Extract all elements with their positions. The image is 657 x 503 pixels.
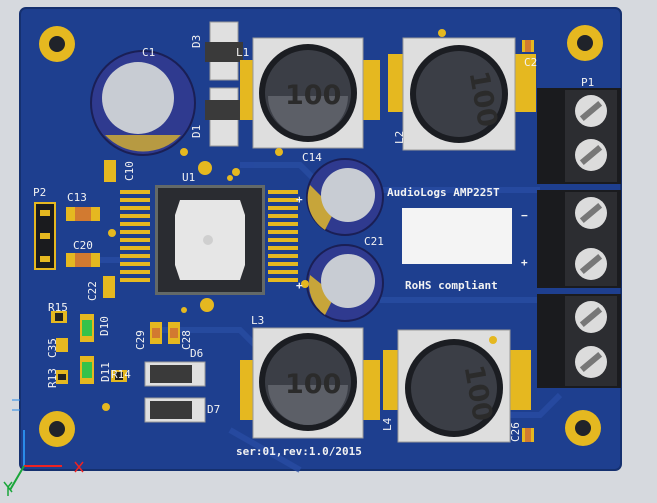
label-l1: L1 xyxy=(236,46,249,59)
diode-d1 xyxy=(205,87,243,147)
serial-label: ser:01,rev:1.0/2015 xyxy=(236,445,362,458)
diode-d3 xyxy=(205,21,243,81)
label-d6: D6 xyxy=(190,347,203,360)
label-d11: D11 xyxy=(99,362,112,382)
capacitor-c1 xyxy=(90,50,196,156)
label-p1: P1 xyxy=(581,76,594,89)
terminal-block-output xyxy=(537,190,621,288)
label-r15: R15 xyxy=(48,301,68,314)
label-d10: D10 xyxy=(98,316,111,336)
label-d3: D3 xyxy=(190,35,203,48)
header-p2 xyxy=(34,202,56,270)
capacitor-c14 xyxy=(306,158,384,236)
plus-sign-c14: + xyxy=(296,193,303,206)
label-p2: P2 xyxy=(33,186,46,199)
smd-components xyxy=(51,40,534,442)
label-c35: C35 xyxy=(46,338,59,358)
board-title: AudioLogs AMP225T xyxy=(387,186,500,199)
inductor-l3: 100 xyxy=(240,327,380,439)
label-d1: D1 xyxy=(190,125,203,138)
rohs-label: RoHS compliant xyxy=(405,279,498,292)
mounting-holes xyxy=(39,25,603,447)
label-c14: C14 xyxy=(302,151,322,164)
silkscreen: AudioLogs AMP225T RoHS compliant ser:01,… xyxy=(33,35,594,458)
x-axis-icon xyxy=(74,461,84,473)
inductor-l1-value: 100 xyxy=(285,80,341,111)
inductor-l3-value: 100 xyxy=(285,369,341,400)
label-c10: C10 xyxy=(123,161,136,181)
label-c28: C28 xyxy=(180,330,193,350)
plus-sign-output: + xyxy=(521,256,528,269)
minus-sign: − xyxy=(521,209,528,222)
label-r14: R14 xyxy=(111,368,131,381)
inductor-l2: 100 xyxy=(388,37,536,151)
inductor-l4: 100 xyxy=(383,329,531,443)
plus-sign-c21: + xyxy=(296,279,303,292)
label-r13: R13 xyxy=(46,368,59,388)
label-c26: C26 xyxy=(509,422,522,442)
label-l4: L4 xyxy=(381,417,394,431)
z-axis-icon xyxy=(12,399,20,411)
label-c22: C22 xyxy=(86,281,99,301)
label-u1: U1 xyxy=(182,171,195,184)
label-c20: C20 xyxy=(73,239,93,252)
label-l2: L2 xyxy=(393,131,406,144)
terminal-block-p1 xyxy=(537,88,621,184)
label-c2: C2 xyxy=(524,56,537,69)
label-c21: C21 xyxy=(364,235,384,248)
y-axis-icon xyxy=(3,481,13,496)
chip-u1 xyxy=(120,185,298,295)
label-area xyxy=(402,208,512,264)
label-c29: C29 xyxy=(134,330,147,350)
label-c13: C13 xyxy=(67,191,87,204)
label-d7: D7 xyxy=(207,403,220,416)
label-c1: C1 xyxy=(142,46,155,59)
axis-gizmo[interactable] xyxy=(3,399,84,496)
vias xyxy=(102,29,497,411)
label-l3: L3 xyxy=(251,314,264,327)
inductor-l1: 100 xyxy=(240,37,380,149)
capacitor-c21 xyxy=(306,244,384,322)
terminal-block-bottom xyxy=(537,294,621,388)
